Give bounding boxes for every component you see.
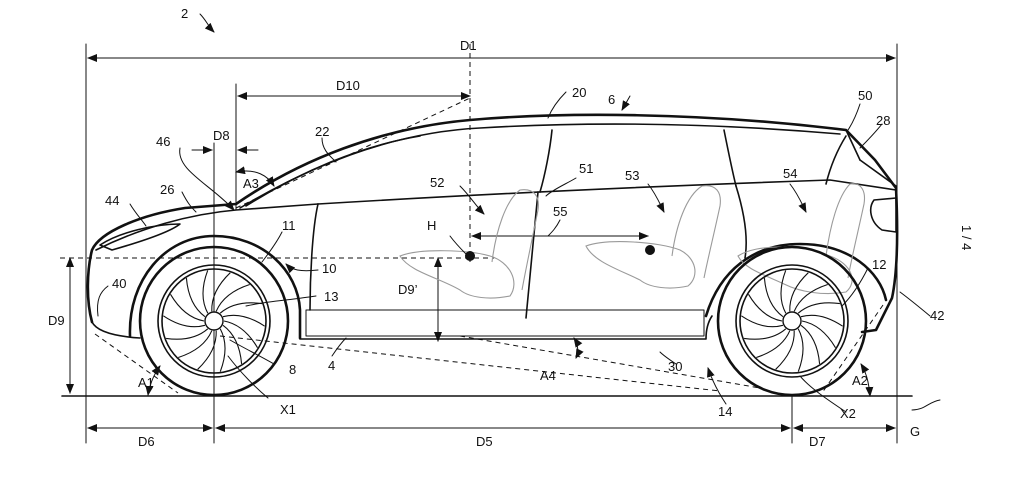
ref-54: 54 bbox=[783, 166, 797, 181]
wheel-spoke bbox=[211, 272, 231, 312]
ref-44: 44 bbox=[105, 193, 119, 208]
angle-a2: A2 bbox=[852, 373, 868, 388]
dim-d1: D1 bbox=[460, 38, 477, 53]
wheel-spoke bbox=[789, 272, 809, 312]
ref-13: 13 bbox=[324, 289, 338, 304]
axis-x1: X1 bbox=[280, 402, 296, 417]
sheet-number: 1 / 4 bbox=[959, 225, 974, 250]
wheel-spoke bbox=[797, 328, 804, 372]
wheel-spoke bbox=[219, 328, 226, 372]
ref-2: 2 bbox=[181, 6, 188, 21]
dim-d7: D7 bbox=[809, 434, 826, 449]
wheel-spoke bbox=[222, 314, 266, 327]
wheel-spoke bbox=[740, 315, 784, 328]
wheel-spoke bbox=[170, 294, 205, 322]
wheel-spoke bbox=[219, 302, 262, 314]
front-wheel bbox=[138, 245, 290, 397]
ref-26: 26 bbox=[160, 182, 174, 197]
ref-28: 28 bbox=[876, 113, 890, 128]
dim-d6: D6 bbox=[138, 434, 155, 449]
wheel-spoke bbox=[800, 324, 821, 364]
angle-a4: A4 bbox=[540, 368, 556, 383]
leader-lines bbox=[97, 13, 931, 413]
ref-50: 50 bbox=[858, 88, 872, 103]
ref-12: 12 bbox=[872, 257, 886, 272]
angle-a1: A1 bbox=[138, 375, 154, 390]
ref-40: 40 bbox=[112, 276, 126, 291]
wheel-spoke bbox=[178, 330, 213, 359]
h-point-marker bbox=[465, 251, 475, 261]
ref-20: 20 bbox=[572, 85, 586, 100]
seats bbox=[399, 183, 866, 299]
wheel-spoke bbox=[215, 283, 250, 312]
labels: 2 D1 D10 D8 A3 D9 D9’ H A1 A4 A2 X1 X2 D… bbox=[48, 6, 974, 449]
wheel-spoke bbox=[185, 278, 206, 318]
dim-d9-prime: D9’ bbox=[398, 282, 418, 297]
dim-d10: D10 bbox=[336, 78, 360, 93]
wheel-spoke bbox=[800, 314, 844, 327]
ref-11: 11 bbox=[282, 218, 296, 233]
wheel-spoke bbox=[222, 324, 243, 364]
wheel-spoke bbox=[763, 278, 784, 318]
ref-8: 8 bbox=[289, 362, 296, 377]
wheel-spoke bbox=[223, 320, 258, 348]
rear-wheel bbox=[716, 245, 868, 397]
wheel-spoke bbox=[166, 328, 209, 340]
wheel-spoke bbox=[797, 302, 840, 314]
wheel-spoke bbox=[202, 270, 209, 314]
wheel-spoke bbox=[197, 330, 217, 370]
wheel-spoke bbox=[744, 328, 787, 340]
ref-14: 14 bbox=[718, 404, 732, 419]
wheel-spoke bbox=[780, 270, 787, 314]
ref-51: 51 bbox=[579, 161, 593, 176]
vehicle-body bbox=[86, 113, 899, 340]
wheel-spoke bbox=[748, 294, 783, 322]
ref-4: 4 bbox=[328, 358, 335, 373]
ref-52: 52 bbox=[430, 175, 444, 190]
dim-d8: D8 bbox=[213, 128, 230, 143]
seat-reference-marker bbox=[645, 245, 655, 255]
wheel-spoke bbox=[775, 330, 795, 370]
wheel-spoke bbox=[756, 330, 791, 359]
ground-g: G bbox=[910, 424, 920, 439]
label-h: H bbox=[427, 218, 436, 233]
wheel-spoke bbox=[801, 320, 836, 348]
ref-22: 22 bbox=[315, 124, 329, 139]
wheel-spoke bbox=[162, 315, 206, 328]
ref-46: 46 bbox=[156, 134, 170, 149]
angle-a3: A3 bbox=[243, 176, 259, 191]
ref-55: 55 bbox=[553, 204, 567, 219]
axis-x2: X2 bbox=[840, 406, 856, 421]
dim-d9: D9 bbox=[48, 313, 65, 328]
ref-53: 53 bbox=[625, 168, 639, 183]
ref-30: 30 bbox=[668, 359, 682, 374]
ref-6: 6 bbox=[608, 92, 615, 107]
ref-42: 42 bbox=[930, 308, 944, 323]
wheel-spoke bbox=[793, 283, 828, 312]
dim-d5: D5 bbox=[476, 434, 493, 449]
ref-10: 10 bbox=[322, 261, 336, 276]
